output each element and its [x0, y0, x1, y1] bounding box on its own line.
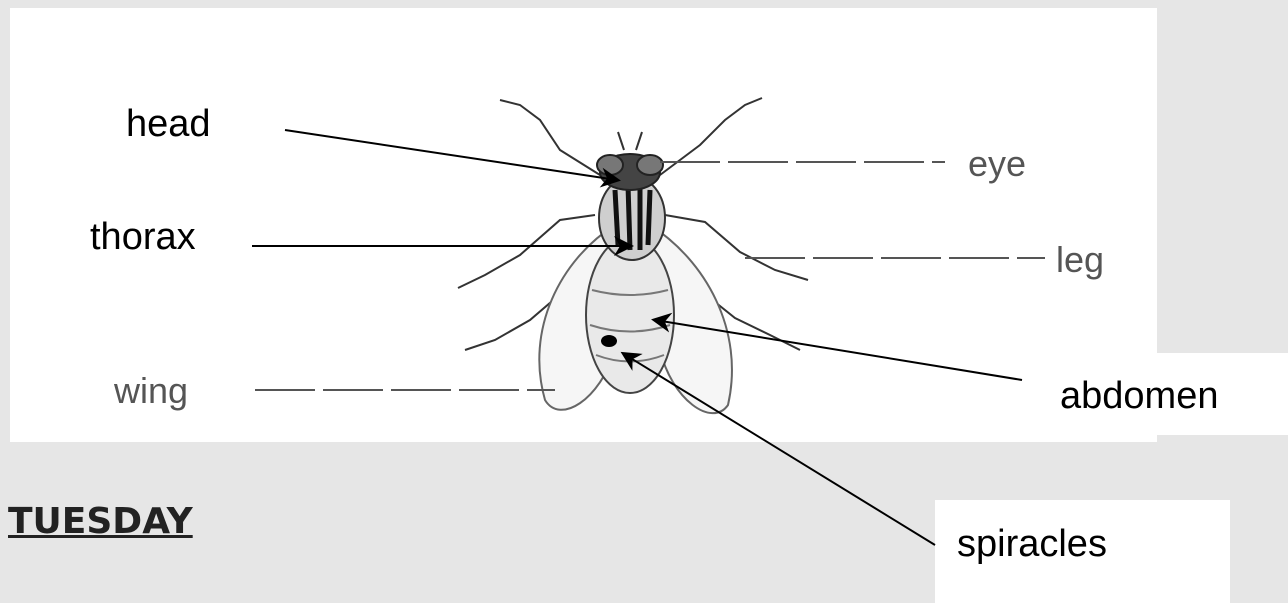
day-heading-text: TUESDAY [8, 501, 193, 542]
thorax-label: thorax [90, 218, 196, 256]
fly-illustration [458, 98, 808, 413]
eye-label: eye [968, 146, 1026, 182]
wing-label: wing [114, 373, 188, 409]
head-label: head [126, 105, 211, 143]
fly-eye-left [597, 155, 623, 175]
spiracles-arrow [624, 354, 935, 545]
fly-eye-right [637, 155, 663, 175]
abdomen-label: abdomen [1060, 377, 1218, 415]
leg-label: leg [1056, 242, 1104, 278]
spiracle-dot [601, 335, 617, 347]
spiracles-label: spiracles [957, 525, 1107, 563]
day-heading: TUESDAY [8, 504, 193, 540]
